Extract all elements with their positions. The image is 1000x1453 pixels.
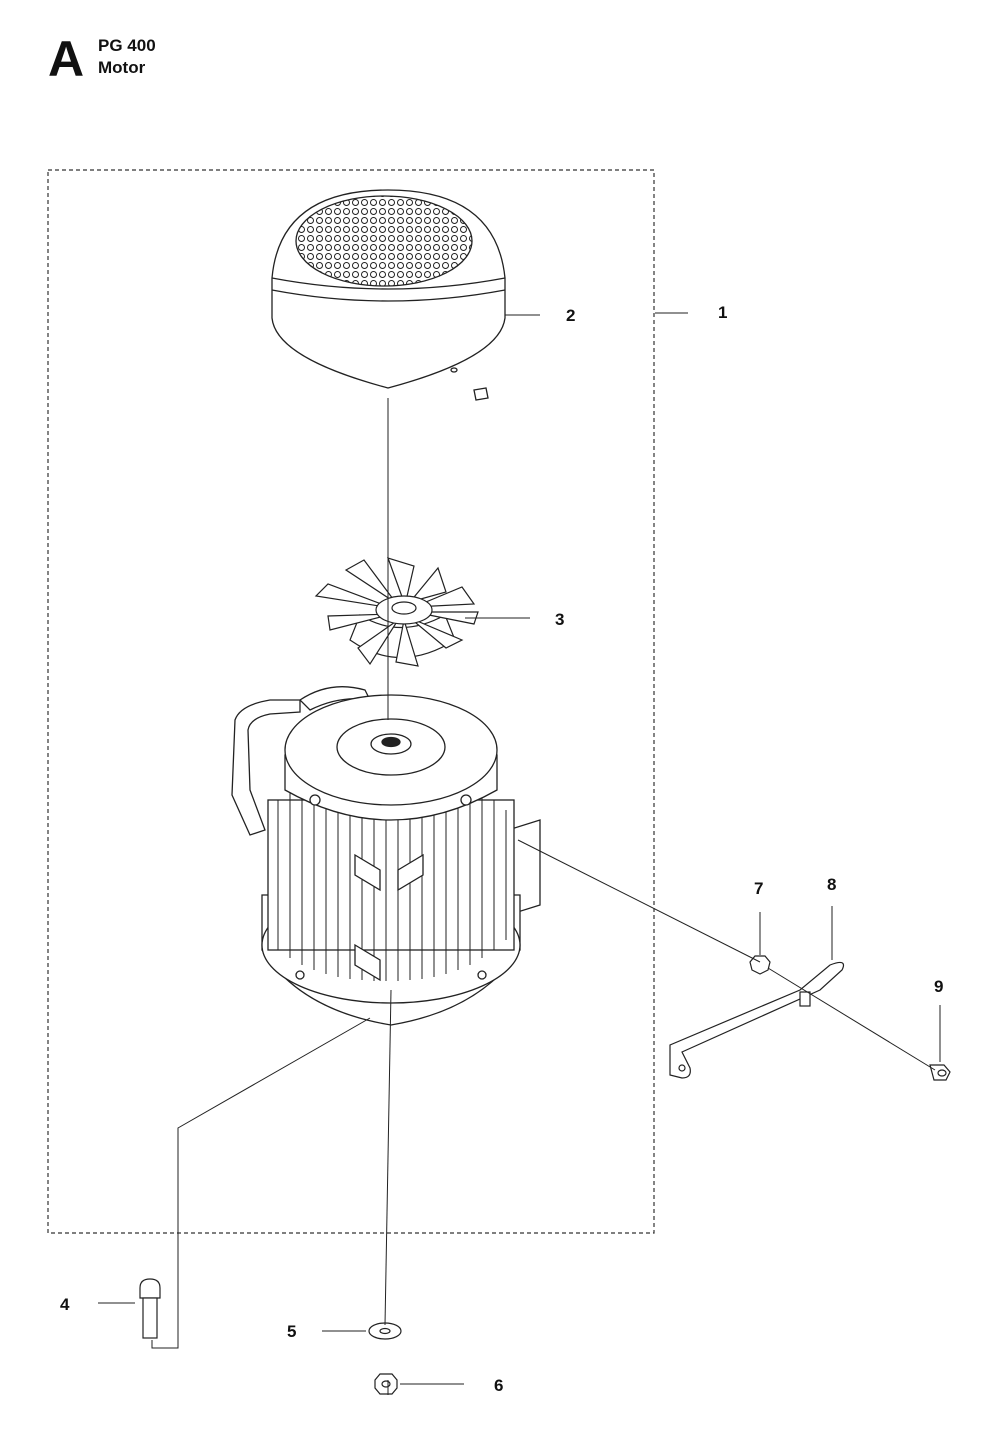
model-name: PG 400 — [98, 36, 156, 55]
callout-5: 5 — [287, 1322, 296, 1341]
screw-drawing — [929, 1064, 951, 1081]
assembly-boundary — [47, 169, 655, 1234]
callout-3: 3 — [555, 610, 564, 629]
callout-6: 6 — [494, 1376, 503, 1395]
callout-7: 7 — [754, 879, 763, 898]
callout-2: 2 — [566, 306, 575, 325]
callout-1: 1 — [718, 303, 727, 322]
callout-9: 9 — [934, 977, 943, 996]
small-nut-drawing — [749, 955, 771, 975]
leader-lines — [98, 312, 941, 1395]
section-letter: A — [48, 31, 85, 87]
fan-cover-drawing — [271, 189, 506, 401]
callout-4: 4 — [60, 1295, 70, 1314]
bolt-drawing — [139, 1278, 161, 1339]
washer-drawing — [368, 1322, 402, 1340]
nut-drawing — [374, 1373, 398, 1395]
callout-labels: 1 2 3 4 5 6 7 8 9 — [60, 303, 943, 1395]
fan-drawing — [314, 557, 479, 667]
bracket-drawing — [669, 961, 845, 1079]
callout-8: 8 — [827, 875, 836, 894]
assembly-name: Motor — [98, 58, 146, 77]
motor-drawing — [231, 686, 541, 1026]
